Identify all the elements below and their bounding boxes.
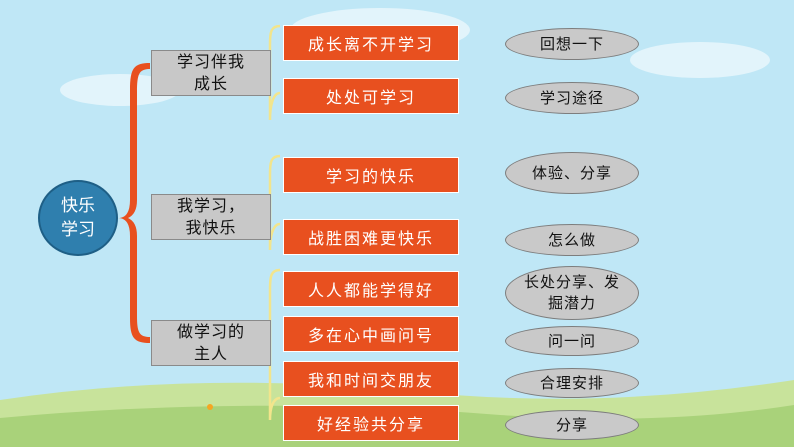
- note-node: 体验、分享: [505, 152, 639, 194]
- leaf-node: 处处可学习: [283, 78, 459, 114]
- branch-label: 我学习，我快乐: [176, 196, 245, 237]
- cloud: [60, 74, 180, 106]
- cloud: [630, 42, 770, 78]
- root-label: 快乐学习: [61, 196, 95, 240]
- note-label: 长处分享、发掘潜力: [524, 273, 621, 312]
- leaf-node: 我和时间交朋友: [283, 361, 459, 397]
- note-node: 问一问: [505, 326, 639, 356]
- branch-label: 做学习的主人: [176, 322, 245, 363]
- branch-node-3: 做学习的主人: [151, 320, 271, 366]
- leaf-node: 人人都能学得好: [283, 271, 459, 307]
- root-node: 快乐学习: [38, 180, 118, 256]
- leaf-node: 战胜困难更快乐: [283, 219, 459, 255]
- leaf-node: 学习的快乐: [283, 157, 459, 193]
- note-node: 回想一下: [505, 28, 639, 60]
- branch-label: 学习伴我成长: [176, 52, 245, 93]
- note-node: 长处分享、发掘潜力: [505, 266, 639, 320]
- root-bracket: [118, 63, 150, 343]
- leaf-node: 好经验共分享: [283, 405, 459, 441]
- branch-node-1: 学习伴我成长: [151, 50, 271, 96]
- note-label: 学习途径: [539, 88, 604, 107]
- note-label: 合理安排: [539, 373, 604, 392]
- flower-icon: [207, 404, 213, 410]
- note-label: 回想一下: [539, 34, 604, 53]
- sub-bracket-3: [268, 268, 281, 421]
- note-label: 怎么做: [547, 230, 596, 249]
- note-node: 分享: [505, 410, 639, 440]
- note-node: 学习途径: [505, 82, 639, 114]
- note-node: 怎么做: [505, 224, 639, 256]
- leaf-node: 多在心中画问号: [283, 316, 459, 352]
- note-label: 体验、分享: [531, 163, 612, 182]
- branch-node-2: 我学习，我快乐: [151, 194, 271, 240]
- leaf-node: 成长离不开学习: [283, 25, 459, 61]
- sub-bracket-1: [268, 24, 281, 121]
- note-label: 问一问: [547, 331, 596, 350]
- note-node: 合理安排: [505, 368, 639, 398]
- note-label: 分享: [555, 415, 588, 434]
- sub-bracket-2: [268, 154, 281, 251]
